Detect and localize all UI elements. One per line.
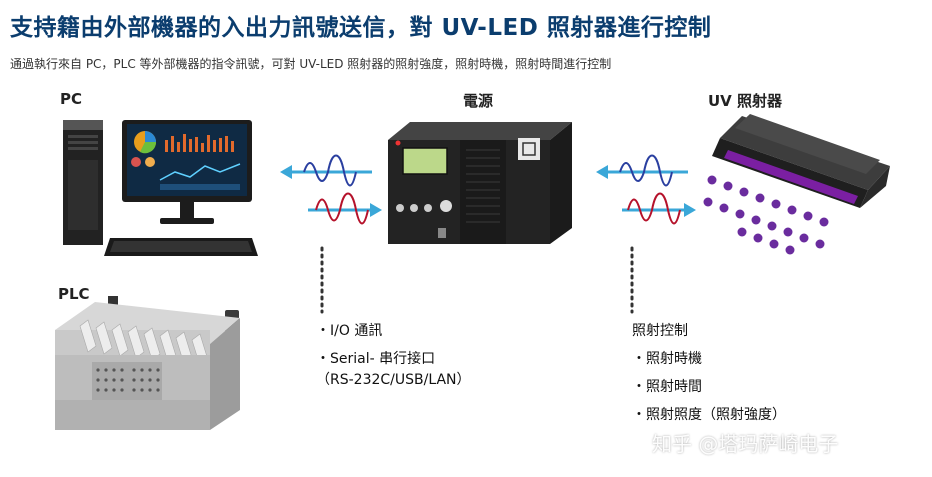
interface-serial: ・Serial- 串行接口 xyxy=(316,351,436,367)
page-subtitle: 通過執行來自 PC，PLC 等外部機器的指令訊號，可對 UV-LED 照射器的照… xyxy=(10,57,612,71)
signal-waves-right-icon xyxy=(596,154,696,225)
interface-io: ・I/O 通訊 xyxy=(316,323,383,339)
control-list: 照射控制 ・照射時機 ・照射時間 ・照射照度（照射強度） xyxy=(632,324,786,422)
power-supply-icon xyxy=(388,122,572,244)
control-item-duration: ・照射時間 xyxy=(632,379,702,395)
uv-irradiator-label: UV 照射器 xyxy=(708,92,783,110)
control-item-intensity: ・照射照度（照射強度） xyxy=(632,407,786,423)
power-supply-label: 電源 xyxy=(463,92,494,110)
uv-irradiator-icon xyxy=(712,114,890,208)
pc-monitor-icon xyxy=(122,120,252,224)
pc-tower-icon xyxy=(63,120,103,245)
uv-light-dots xyxy=(703,175,829,255)
plc-label: PLC xyxy=(58,285,90,303)
plc-device-icon xyxy=(55,296,240,430)
keyboard-icon xyxy=(104,238,258,256)
page-title: 支持籍由外部機器的入出力訊號送信，對 UV-LED 照射器進行控制 xyxy=(10,15,712,41)
pc-label: PC xyxy=(60,90,83,108)
control-heading: 照射控制 xyxy=(632,323,688,339)
watermark: 知乎 @塔玛萨崎电子 xyxy=(652,432,839,456)
control-item-timing: ・照射時機 xyxy=(632,351,702,367)
signal-waves-left-icon xyxy=(280,154,382,225)
interface-serial-detail: （RS-232C/USB/LAN） xyxy=(316,372,471,388)
interface-list: ・I/O 通訊 ・Serial- 串行接口 （RS-232C/USB/LAN） xyxy=(316,324,471,387)
